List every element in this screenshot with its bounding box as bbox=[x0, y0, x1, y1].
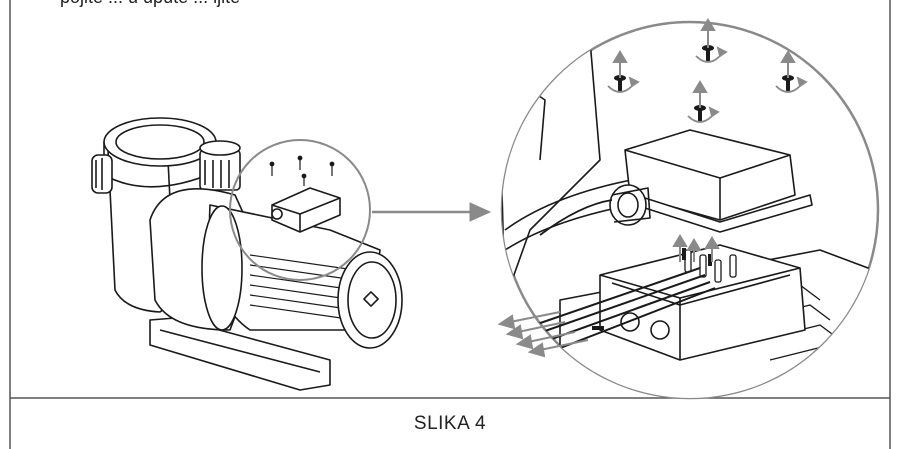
lift-up-arrow-icon bbox=[612, 18, 796, 262]
detail-view bbox=[497, 18, 880, 400]
pump-illustration bbox=[91, 117, 403, 391]
figure-frame bbox=[9, 0, 891, 449]
top-cropped-text: pojite ... u upute ... ljite bbox=[60, 0, 240, 8]
right-arrow bbox=[372, 202, 492, 222]
figure-caption: SLIKA 4 bbox=[413, 412, 487, 434]
pull-out-arrow-icon bbox=[497, 311, 589, 358]
rotate-ccw-arrow-icon bbox=[607, 46, 808, 123]
zoom-detail-circle bbox=[229, 139, 371, 281]
